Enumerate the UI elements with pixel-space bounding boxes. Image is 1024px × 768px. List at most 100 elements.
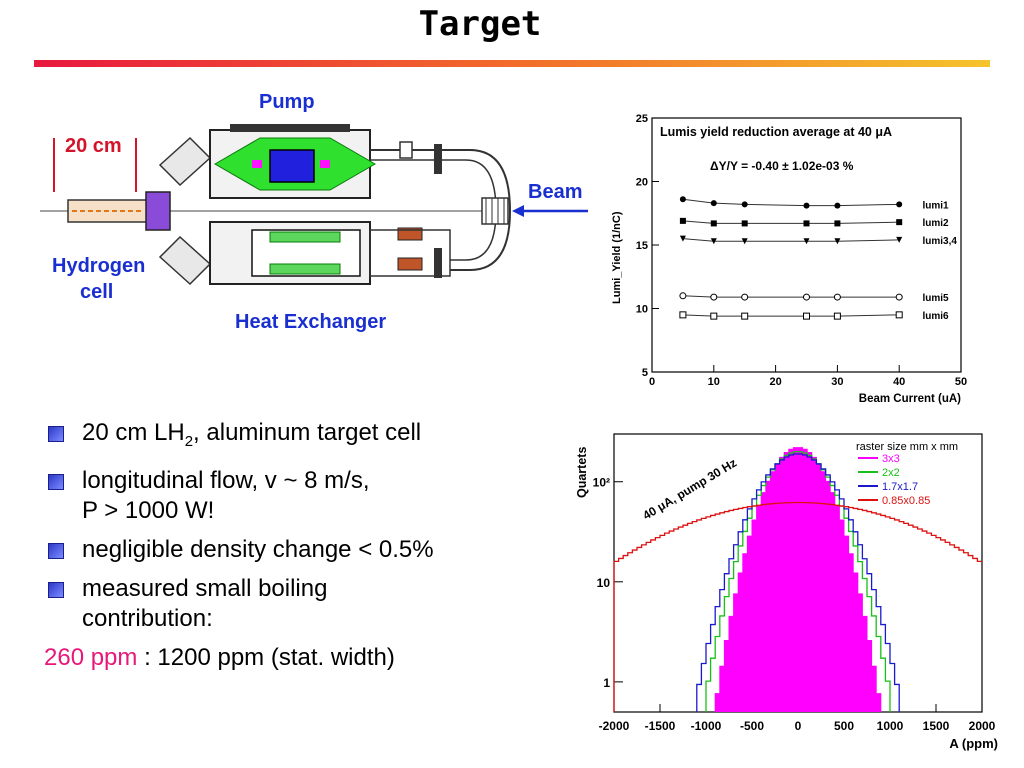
lumi-point: [834, 220, 841, 227]
lumi-point: [803, 220, 810, 227]
heater-lower: [397, 257, 423, 271]
lumi-point: [834, 238, 841, 245]
beam-label: Beam: [528, 181, 582, 203]
pump-motor: [269, 149, 315, 183]
lumi-point: [803, 312, 810, 320]
bullet-square-icon: [48, 473, 64, 490]
heat-exchanger-label: Heat Exchanger: [235, 311, 386, 333]
lumi-point: [803, 202, 810, 209]
asym-x-tick-label: 500: [834, 719, 854, 733]
asym-x-tick-label: 2000: [969, 719, 996, 733]
lumi-point: [895, 293, 903, 301]
asym-x-tick-label: -2000: [599, 719, 630, 733]
beam-arrowhead: [512, 205, 524, 217]
bullet-text-line1: measured small boiling: [82, 574, 328, 602]
asym-legend-label: 0.85x0.85: [882, 495, 930, 507]
lumi-point: [803, 238, 810, 245]
hx-cone: [369, 229, 451, 277]
lumi-point: [895, 311, 903, 319]
lumi-x-tick-label: 10: [708, 376, 720, 388]
heater-upper: [397, 227, 423, 241]
lumi-y-tick-label: 5: [642, 367, 648, 379]
hydrogen-label-line2: cell: [80, 281, 113, 303]
lumi-point: [834, 202, 841, 209]
bullet-flow: longitudinal flow, v ~ 8 m/s, P > 1000 W…: [44, 466, 544, 526]
boiling-ppm: 260 ppm: [44, 643, 138, 671]
lumi-ylabel: Lumi_Yield (1/nC): [611, 211, 623, 304]
pump-magenta-2: [320, 160, 330, 168]
lumi-plot-frame: [651, 117, 962, 373]
title-underline: [34, 60, 990, 67]
lumi-point: [833, 312, 841, 320]
lumi-point: [679, 235, 686, 242]
lower-elbow: [158, 235, 212, 286]
boiling-result: 260 ppm : 1200 ppm (stat. width): [44, 643, 544, 673]
lumi-point: [741, 220, 748, 227]
asym-ylabel: Quartets: [575, 447, 589, 498]
lumi-point: [741, 312, 749, 320]
asym-x-tick-label: -1500: [645, 719, 676, 733]
asym-x-tick-label: 0: [795, 719, 802, 733]
lumi-series-line: [682, 314, 900, 317]
lumi-point: [833, 293, 841, 301]
pump-label: Pump: [259, 91, 315, 113]
lumi-series-label: lumi2: [922, 218, 949, 229]
lumi-point: [803, 293, 810, 301]
lumi-y-tick-label: 10: [636, 304, 648, 316]
bullet-text: negligible density change < 0.5%: [82, 535, 434, 563]
lumi-y-tick-label: 25: [636, 113, 648, 125]
lumi-x-tick-label: 30: [831, 376, 843, 388]
return-loop-inner: [370, 159, 497, 261]
lumi-point: [896, 236, 903, 243]
lumi-point: [710, 200, 717, 207]
flange-right-low: [434, 248, 442, 278]
slide-title: Target: [418, 4, 542, 44]
lumi-series-line: [682, 238, 900, 242]
lumi-point: [679, 217, 686, 224]
lumi-y-tick-label: 15: [636, 240, 648, 252]
lumi-point: [741, 238, 748, 245]
target-schematic: Pump 20 cm Beam Hydrogen cell Heat Excha…: [40, 91, 588, 333]
return-loop: [370, 149, 512, 271]
lumi-chart-annotation: ΔY/Y = -0.40 ± 1.02e-03 %: [710, 159, 854, 173]
pump-flange-top: [230, 124, 350, 132]
asym-legend-label: 2x2: [882, 467, 900, 479]
bullet-boiling: measured small boiling contribution:: [44, 574, 544, 634]
lumi-x-tick-label: 0: [649, 376, 655, 388]
asym-legend-label: 1.7x1.7: [882, 481, 918, 493]
lumi-series-line: [682, 198, 900, 207]
asym-legend-title: raster size mm x mm: [856, 441, 958, 453]
lumi-point: [679, 311, 687, 319]
lumi-point: [741, 201, 748, 208]
asym-x-tick-label: -500: [740, 719, 764, 733]
asym-legend-label: 3x3: [882, 453, 900, 465]
lumi-series-label: lumi3,4: [922, 236, 957, 247]
bullet-square-icon: [48, 542, 64, 559]
bullet-square-icon: [48, 426, 64, 442]
lumi-chart-title: Lumis yield reduction average at 40 μA: [660, 125, 892, 139]
asym-y-tick-label: 10: [597, 576, 611, 590]
lumi-point: [710, 312, 718, 320]
lumi-series-line: [682, 220, 900, 224]
lumi-x-tick-label: 40: [893, 376, 905, 388]
hydrogen-label-line1: Hydrogen: [52, 255, 145, 277]
lumi-yield-chart: Lumis yield reduction average at 40 μA Δ…: [611, 113, 967, 405]
valve: [399, 141, 413, 159]
flange-right: [434, 144, 442, 174]
cell-head: [145, 191, 171, 231]
lumi-y-tick-label: 20: [636, 177, 648, 189]
lumi-point: [710, 238, 717, 245]
lumi-point: [679, 196, 686, 203]
bullet-list: 20 cm LH2, aluminum target cell longitud…: [44, 418, 544, 673]
asym-x-tick-label: 1500: [923, 719, 950, 733]
bullet-text-line2: P > 1000 W!: [82, 496, 215, 524]
coil-upper: [269, 231, 341, 243]
asym-series-1.7x1.7: [696, 453, 900, 712]
bullet-text: 20 cm LH: [82, 419, 185, 446]
lumi-point: [710, 293, 718, 301]
upper-elbow: [158, 136, 212, 187]
asym-series-2x2: [705, 451, 891, 712]
